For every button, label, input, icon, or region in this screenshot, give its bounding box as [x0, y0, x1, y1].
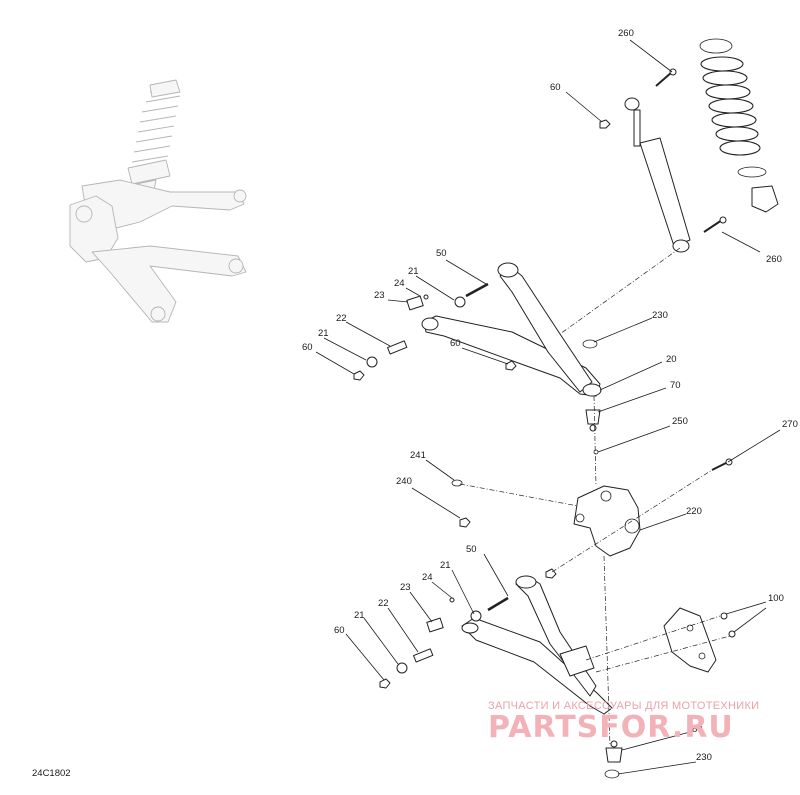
callout-22: 22	[336, 313, 347, 324]
bolt-270	[711, 458, 733, 471]
callout-60: 60	[450, 338, 461, 349]
callout-70: 70	[670, 380, 681, 391]
upper-a-arm	[421, 262, 602, 397]
bolt-260-lower	[703, 216, 727, 233]
callout-60: 60	[550, 82, 561, 93]
callout-260: 260	[766, 254, 782, 265]
callout-21: 21	[354, 610, 365, 621]
shock-absorber	[624, 97, 691, 253]
callout-24: 24	[422, 572, 433, 583]
watermark-brand: PARTSFOR.RU	[488, 710, 734, 745]
steering-knuckle	[573, 485, 641, 557]
watermark-logo: ЗАПЧАСТИ И АКСЕССУАРЫ ДЛЯ МОТОТЕХНИКИ PA…	[488, 700, 788, 745]
nut-60-shock	[599, 119, 611, 129]
callout-21: 21	[408, 266, 419, 277]
a-arm-guard-plate	[663, 607, 717, 673]
lower-arm-hardware	[379, 596, 620, 779]
diagram-code: 24C1802	[32, 768, 71, 779]
callout-22: 22	[378, 598, 389, 609]
ball-joint-80	[605, 740, 623, 763]
nut-240	[459, 517, 471, 528]
callout-230: 230	[696, 752, 712, 763]
callout-100: 100	[768, 593, 784, 604]
lower-a-arm	[461, 575, 613, 715]
screws-100	[720, 612, 736, 638]
callout-220: 220	[686, 506, 702, 517]
callout-270: 270	[782, 419, 798, 430]
callout-20: 20	[666, 354, 677, 365]
callout-24: 24	[394, 278, 405, 289]
callout-260: 260	[618, 28, 634, 39]
callout-21: 21	[440, 560, 451, 571]
callout-250: 250	[672, 416, 688, 427]
callouts: 260 60 260 50 21 24 23 22 21 60 60 230 2…	[302, 28, 798, 763]
bolt-260-upper	[655, 68, 677, 87]
callout-50: 50	[466, 544, 477, 555]
upper-arm-hardware	[353, 282, 598, 381]
callout-60: 60	[302, 342, 313, 353]
ball-joint-70	[585, 409, 601, 432]
washer-241	[451, 479, 463, 487]
overview-lower-arm	[91, 245, 247, 323]
callout-50: 50	[436, 248, 447, 259]
callout-230: 230	[652, 310, 668, 321]
callout-241: 241	[410, 450, 426, 461]
overview-assembly-illustration	[69, 79, 247, 323]
callout-21: 21	[318, 328, 329, 339]
coil-spring	[699, 38, 779, 213]
watermark-tagline: ЗАПЧАСТИ И АКСЕССУАРЫ ДЛЯ МОТОТЕХНИКИ	[488, 700, 760, 712]
callout-23: 23	[400, 582, 411, 593]
assembly-centerlines	[459, 247, 731, 747]
callout-23: 23	[374, 290, 385, 301]
leader-lines	[315, 39, 781, 775]
cotter-pin-250	[593, 449, 599, 455]
callout-80: 80	[692, 724, 703, 735]
callout-60: 60	[334, 625, 345, 636]
callout-240: 240	[396, 476, 412, 487]
